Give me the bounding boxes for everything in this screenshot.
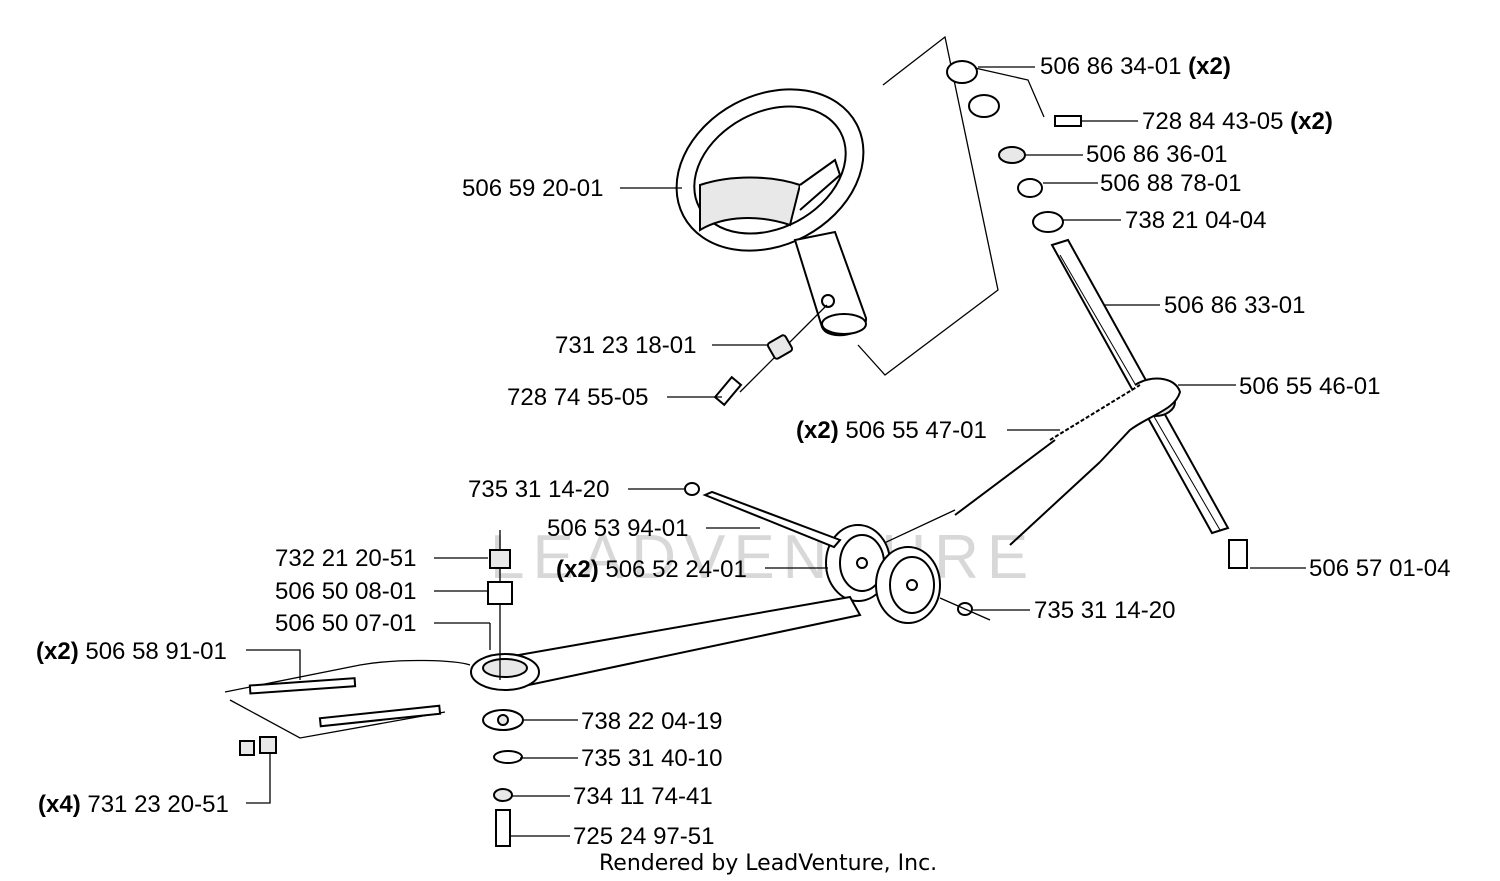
part-label[interactable]: 506 59 20-01 — [462, 175, 603, 202]
part-label[interactable]: 506 50 07-01 — [275, 610, 416, 637]
column-nut — [766, 334, 794, 360]
part-label[interactable]: 731 23 18-01 — [555, 332, 696, 359]
part-label[interactable]: 728 84 43-05 (x2) — [1142, 108, 1333, 135]
shaft-bolt — [1228, 539, 1248, 569]
tie-rod-outline — [224, 659, 471, 739]
part-label[interactable]: 728 74 55-05 — [507, 384, 648, 411]
part-label[interactable]: 732 21 20-51 — [275, 545, 416, 572]
part-label[interactable]: 725 24 97-51 — [573, 823, 714, 850]
steering-arm — [470, 595, 862, 692]
part-label[interactable]: 506 86 33-01 — [1164, 292, 1305, 319]
column-bolt — [713, 375, 743, 407]
part-label[interactable]: 738 22 04-19 — [581, 708, 722, 735]
parts-drawing — [224, 35, 1248, 847]
part-label[interactable]: 735 31 40-10 — [581, 745, 722, 772]
pulley-1 — [825, 524, 891, 602]
part-label[interactable]: 735 31 14-20 — [468, 476, 609, 503]
leader-lines — [246, 66, 1306, 837]
part-label[interactable]: 506 55 46-01 — [1239, 373, 1380, 400]
part-label[interactable]: 506 86 34-01 (x2) — [1040, 53, 1231, 80]
part-label[interactable]: (x2) 506 58 91-01 — [36, 638, 227, 665]
part-label[interactable]: (x2) 506 52 24-01 — [556, 556, 747, 583]
part-labels: 506 86 34-01 (x2) 728 84 43-05 (x2) 506 … — [36, 53, 1450, 850]
credit-text: Rendered by LeadVenture, Inc. — [599, 851, 937, 876]
chain-cables — [879, 377, 1182, 546]
pulley-2 — [875, 546, 941, 624]
circlip-upper — [684, 482, 700, 496]
part-label[interactable]: 738 21 04-04 — [1125, 207, 1266, 234]
part-label[interactable]: 506 88 78-01 — [1100, 170, 1241, 197]
part-label[interactable]: 506 57 01-04 — [1309, 555, 1450, 582]
part-label[interactable]: 506 50 08-01 — [275, 578, 416, 605]
assembly-outline-upper — [857, 35, 999, 376]
part-label[interactable]: 506 53 94-01 — [547, 515, 688, 542]
pulley-pin — [702, 490, 842, 549]
steering-wheel — [675, 88, 867, 337]
part-label[interactable]: (x2) 506 55 47-01 — [796, 417, 987, 444]
part-label[interactable]: 734 11 74-41 — [573, 783, 713, 810]
upper-bushings — [946, 60, 1082, 233]
part-label[interactable]: 506 86 36-01 — [1086, 141, 1227, 168]
part-label[interactable]: (x4) 731 23 20-51 — [38, 791, 229, 818]
arm-stack — [482, 530, 524, 847]
part-label[interactable]: 735 31 14-20 — [1034, 597, 1175, 624]
threaded-rods — [239, 677, 442, 756]
